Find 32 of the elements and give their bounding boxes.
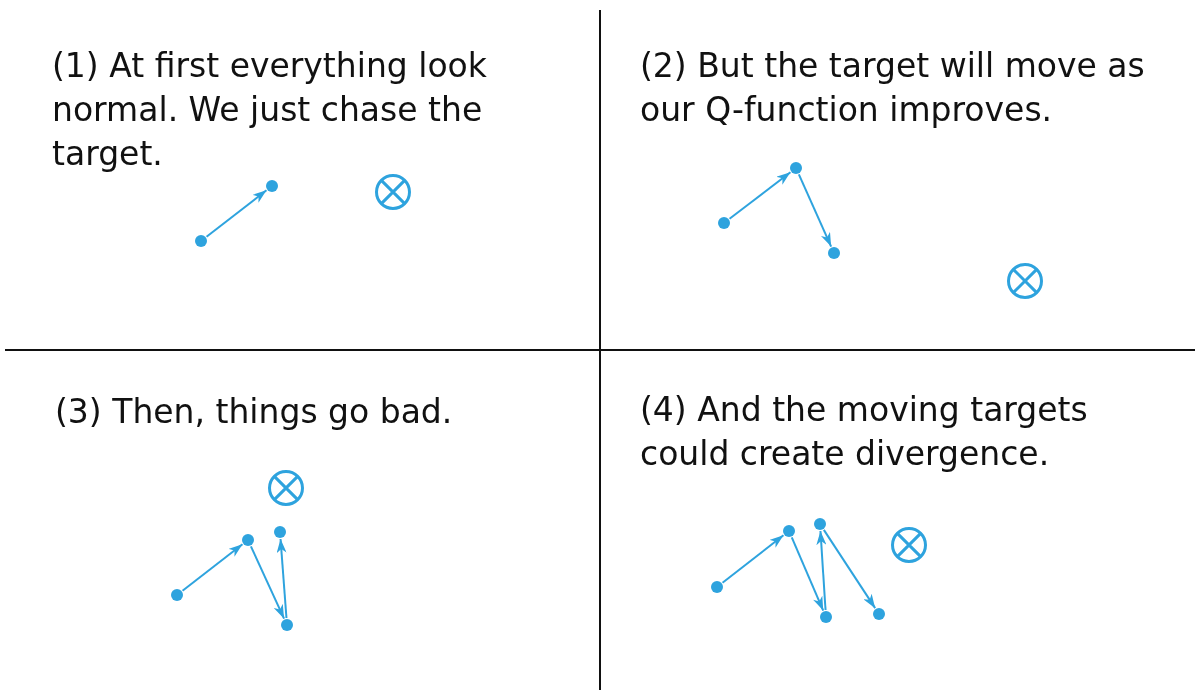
dot	[264, 178, 280, 194]
arrow	[790, 536, 825, 612]
panel-caption: (2) But the target will move as our Q-function improves.	[640, 45, 1146, 131]
dot	[272, 524, 288, 540]
arrow	[721, 534, 785, 584]
target-marker	[889, 525, 929, 565]
dot	[193, 233, 209, 249]
arrow	[728, 171, 792, 220]
dot	[812, 516, 828, 532]
dot	[781, 523, 797, 539]
target-marker	[1005, 261, 1045, 301]
target-marker	[266, 468, 306, 508]
dot	[279, 617, 295, 633]
dot	[716, 215, 732, 231]
panel-caption: (3) Then, things go bad.	[55, 391, 454, 433]
dot	[788, 160, 804, 176]
panel-caption: (1) At first everything look normal. We just chase the target.	[52, 45, 488, 175]
dot	[240, 532, 256, 548]
arrow	[822, 528, 877, 610]
dot	[818, 609, 834, 625]
arrow	[797, 173, 833, 248]
dot	[169, 587, 185, 603]
panel-caption: (4) And the moving targets could create divergence.	[640, 389, 1089, 475]
dot	[871, 606, 887, 622]
dot	[709, 579, 725, 595]
target-marker	[373, 172, 413, 212]
arrow	[181, 543, 244, 592]
arrow	[249, 545, 286, 620]
arrow	[276, 538, 288, 619]
arrow	[816, 530, 827, 611]
arrow	[205, 189, 268, 238]
dot	[826, 245, 842, 261]
